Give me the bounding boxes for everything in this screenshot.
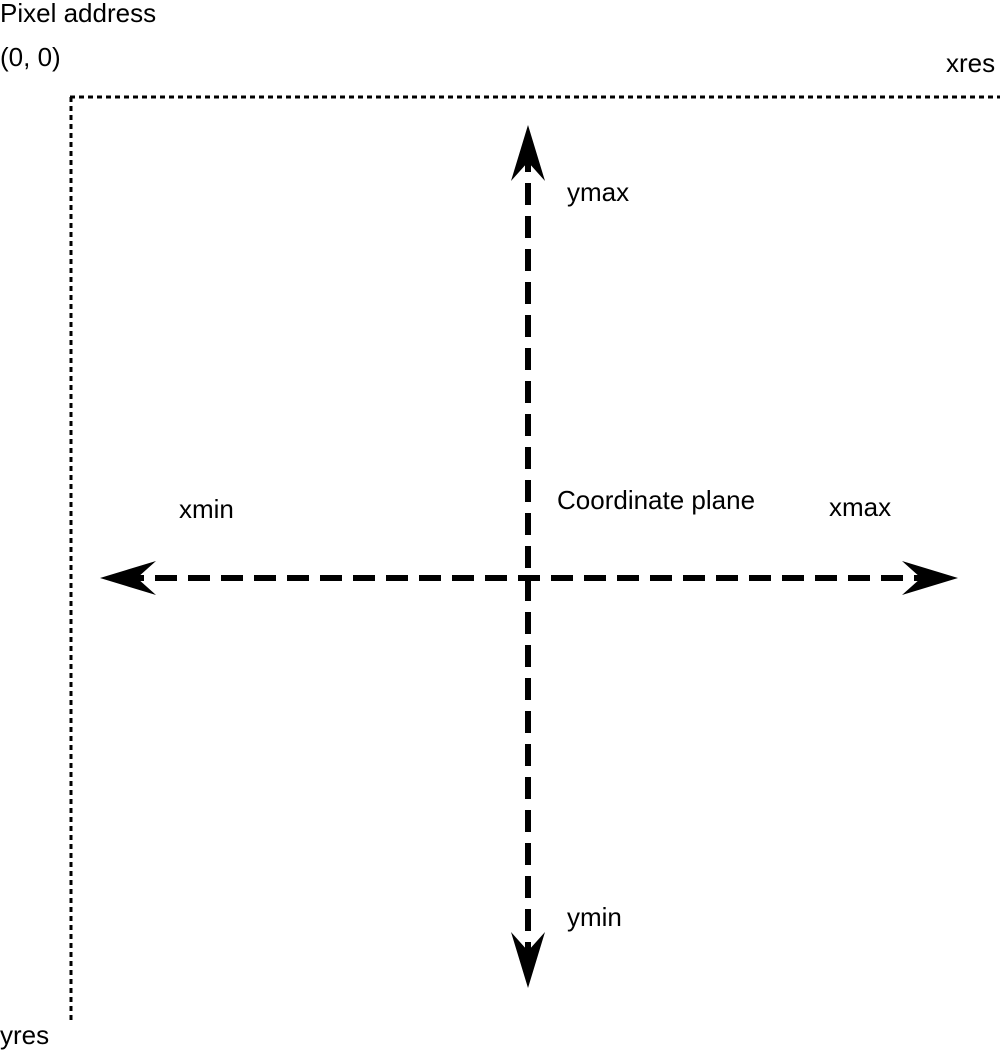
y-axis-bottom-arrowhead xyxy=(511,932,545,988)
x-axis-right-arrowhead xyxy=(902,561,958,595)
xmin-label: xmin xyxy=(179,494,234,524)
x-axis-left-arrowhead xyxy=(100,561,156,595)
y-axis-top-arrowhead xyxy=(511,125,545,181)
ymax-label: ymax xyxy=(567,177,630,207)
pixel-address-label: Pixel address xyxy=(0,0,157,28)
coordinate-plane-label: Coordinate plane xyxy=(557,485,756,515)
ymin-label: ymin xyxy=(567,902,622,932)
yres-label: yres xyxy=(0,1020,50,1050)
origin-label: (0, 0) xyxy=(0,42,61,72)
xres-label: xres xyxy=(946,48,996,78)
xmax-label: xmax xyxy=(829,492,892,522)
